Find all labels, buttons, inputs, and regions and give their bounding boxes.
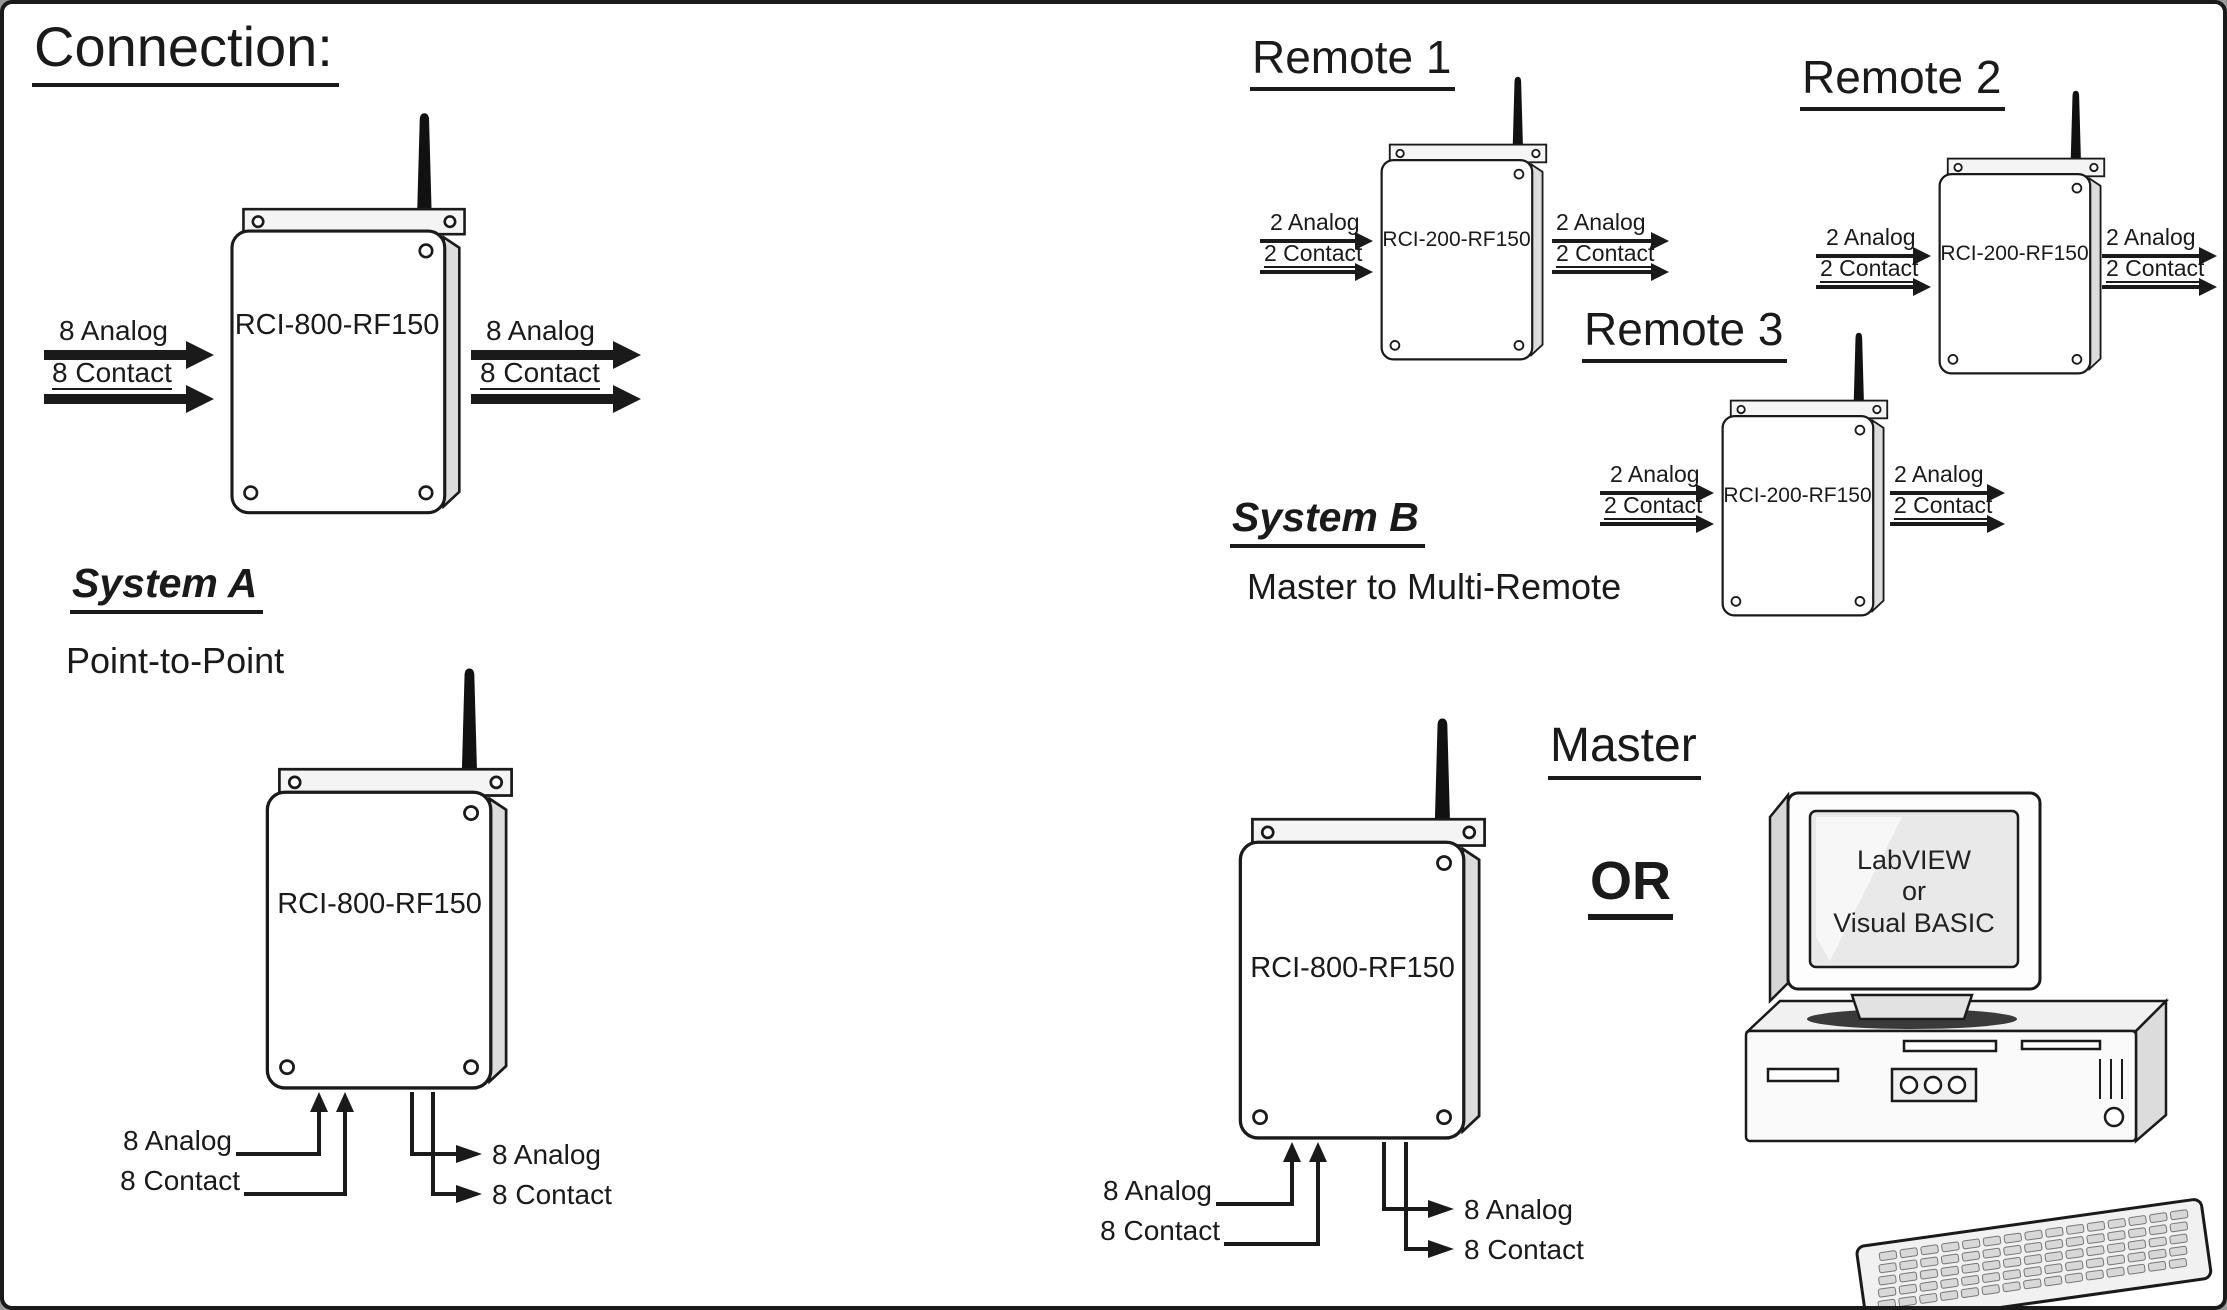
- keyboard-keys: [1877, 1209, 2189, 1306]
- io-label-analog-in: 8 Analog: [1103, 1175, 1212, 1206]
- computer-illustration: LabVIEW or Visual BASIC: [1744, 791, 2213, 1306]
- arrowhead-out-analog: [1428, 1200, 1454, 1218]
- device-point-a: RCI-800-RF150: [200, 108, 508, 546]
- remote-3-heading: Remote 3: [1582, 302, 1788, 363]
- io-label-contact-in: 2 Contact: [1604, 493, 1703, 521]
- device-model-label: RCI-800-RF150: [234, 309, 440, 342]
- device-model-label: RCI-200-RF150: [1382, 228, 1531, 251]
- device-remote-2: RCI-200-RF150: [1922, 87, 2130, 397]
- system-a-subtitle: Point-to-Point: [66, 640, 285, 681]
- device-model-label: RCI-800-RF150: [277, 888, 482, 921]
- or-label: OR: [1588, 850, 1673, 920]
- case-button-1: [1899, 1075, 1919, 1095]
- arrowhead-in-analog: [1283, 1142, 1301, 1162]
- case-button-3: [1947, 1075, 1967, 1095]
- device-master: RCI-800-RF150: [1224, 713, 1513, 1173]
- arrowhead-out-contact: [1428, 1240, 1454, 1258]
- io-label-contact-out: 8 Contact: [492, 1179, 612, 1210]
- monitor-side: [1768, 791, 1790, 1005]
- io-label-analog-out: 8 Analog: [492, 1139, 601, 1170]
- io-label-analog-in: 2 Analog: [1610, 461, 1700, 487]
- io-label-contact-in: 2 Contact: [1264, 241, 1363, 269]
- system-b-subtitle: Master to Multi-Remote: [1247, 566, 1622, 607]
- device-drawing: [1364, 73, 1572, 383]
- screen-text-line-3: Visual BASIC: [1833, 908, 1995, 938]
- arrowhead-in-analog: [310, 1092, 328, 1112]
- device-point-b: RCI-800-RF150: [251, 663, 540, 1123]
- io-label-contact-out: 2 Contact: [1556, 241, 1655, 269]
- io-label-contact-in: 8 Contact: [52, 358, 172, 391]
- io-label-analog-in: 2 Analog: [1826, 224, 1916, 250]
- line-in-contact: [1224, 1162, 1320, 1246]
- io-label-analog-in: 8 Analog: [123, 1125, 232, 1156]
- io-label-analog-out: 8 Analog: [1464, 1194, 1573, 1225]
- io-label-contact-in: 8 Contact: [1100, 1215, 1220, 1246]
- keylock: [2103, 1106, 2125, 1128]
- line-in-analog: [236, 1112, 321, 1156]
- line-out-analog: [410, 1092, 456, 1156]
- io-label-analog-in: 2 Analog: [1270, 209, 1360, 235]
- remote-1-heading: Remote 1: [1250, 30, 1456, 91]
- device-remote-1: RCI-200-RF150: [1364, 73, 1572, 383]
- device-drawing: [1922, 87, 2130, 397]
- arrowhead-in-contact: [1309, 1142, 1327, 1162]
- floppy-slot: [2020, 1039, 2102, 1051]
- device-drawing: [251, 663, 540, 1123]
- device-drawing: [1705, 329, 1913, 639]
- io-label-analog-out: 2 Analog: [2106, 224, 2196, 250]
- system-b-heading: System B: [1230, 494, 1425, 548]
- device-model-label: RCI-200-RF150: [1723, 484, 1872, 507]
- io-label-analog-out: 2 Analog: [1894, 461, 1984, 487]
- io-label-contact-out: 8 Contact: [480, 358, 600, 391]
- io-label-contact-out: 2 Contact: [1894, 493, 1993, 521]
- master-bottom-connectors: [1216, 1142, 1454, 1258]
- screen-text-line-1: LabVIEW: [1857, 845, 1972, 875]
- screen-glare: [1816, 817, 1902, 961]
- remote-2-heading: Remote 2: [1800, 50, 2006, 111]
- vent-lines: [2099, 1059, 2123, 1099]
- line-out-analog: [1382, 1142, 1428, 1211]
- arrowhead-out-contact: [456, 1185, 482, 1203]
- line-out-contact: [431, 1092, 456, 1196]
- device-drawing: [1224, 713, 1513, 1173]
- io-label-analog-in: 8 Analog: [59, 315, 168, 346]
- device-model-label: RCI-800-RF150: [1250, 952, 1455, 985]
- screen-text-line-2: or: [1902, 876, 1926, 906]
- line-in-analog: [1216, 1162, 1294, 1206]
- monitor-stand: [1850, 993, 1974, 1021]
- keyboard: [1855, 1198, 2213, 1306]
- master-heading: Master: [1548, 718, 1701, 780]
- io-label-analog-out: 8 Analog: [486, 315, 595, 346]
- io-label-contact-in: 8 Contact: [120, 1165, 240, 1196]
- device-remote-3: RCI-200-RF150: [1705, 329, 1913, 639]
- point-b-bottom-connectors: [236, 1092, 482, 1203]
- io-label-contact-out: 2 Contact: [2106, 256, 2205, 284]
- line-in-contact: [244, 1112, 347, 1196]
- drive-bay-slot: [1902, 1039, 1998, 1053]
- arrowhead-in-contact: [336, 1092, 354, 1112]
- io-label-analog-out: 2 Analog: [1556, 209, 1646, 235]
- device-model-label: RCI-200-RF150: [1940, 242, 2089, 265]
- device-drawing: [200, 108, 508, 546]
- arrowhead-out-analog: [456, 1145, 482, 1163]
- io-label-contact-out: 8 Contact: [1464, 1234, 1584, 1265]
- badge-plate: [1766, 1067, 1840, 1083]
- io-label-contact-in: 2 Contact: [1820, 256, 1919, 284]
- page-title-wrap: Connection:: [32, 14, 339, 87]
- system-a-heading: System A: [70, 560, 264, 614]
- case-button-2: [1923, 1075, 1943, 1095]
- line-out-contact: [1404, 1142, 1428, 1251]
- page-title: Connection:: [32, 14, 339, 87]
